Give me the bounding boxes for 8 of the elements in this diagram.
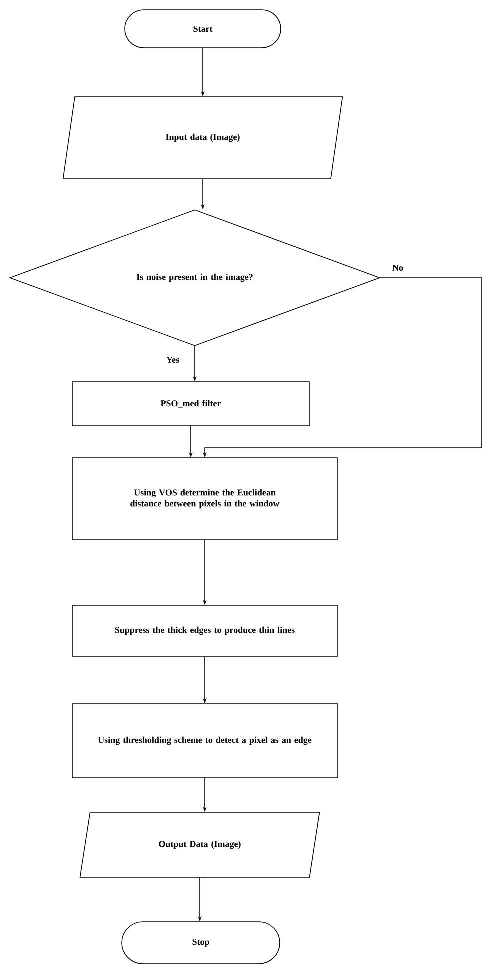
edge-label: No: [392, 264, 404, 272]
process-box: Using VOS determine the Euclidean distance between pixels in the window: [72, 458, 338, 540]
process-box: Using thresholding scheme to detect a pixel as an edge: [72, 704, 338, 778]
edge-label: Yes: [166, 356, 180, 364]
data-parallelogram: Input data (Image): [62, 96, 344, 180]
data-parallelogram: Output Data (Image): [80, 812, 320, 878]
process-box: PSO_med filter: [72, 382, 310, 426]
process-box: Suppress the thick edges to produce thin lines: [72, 605, 338, 657]
